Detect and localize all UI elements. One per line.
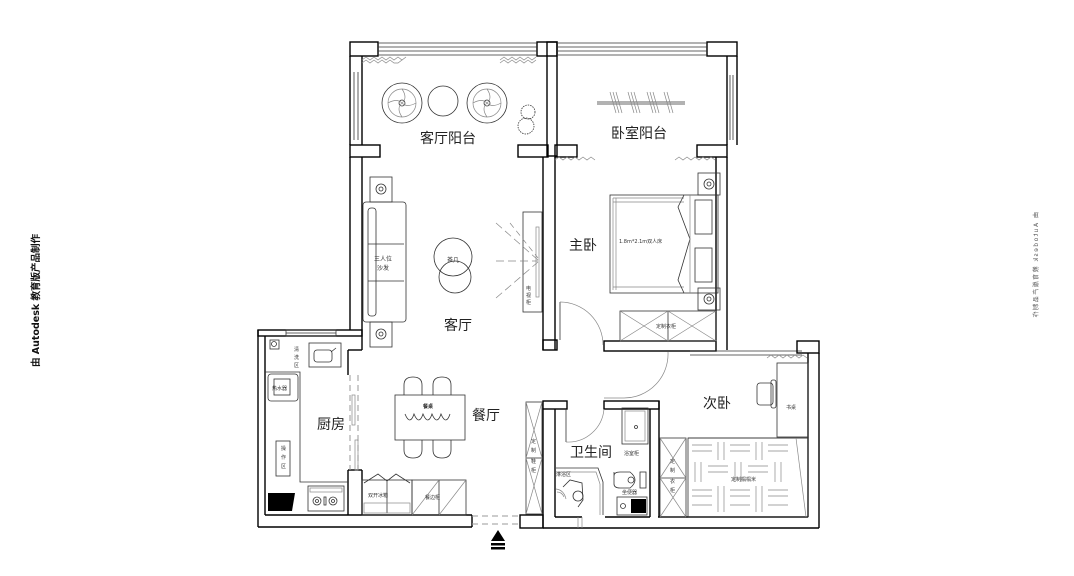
label-wardrobe2-1: 定 — [670, 458, 675, 465]
label-master-bedroom: 主卧 — [569, 238, 597, 254]
label-dining-table: 餐桌 — [422, 403, 434, 410]
watermark-right: 由 Autodesk 教育版产品制作 — [1032, 212, 1040, 319]
label-master-wardrobe: 定制衣柜 — [656, 323, 676, 330]
label-desk: 书桌 — [786, 404, 796, 411]
label-shoe-2: 制 — [531, 447, 536, 454]
balcony-chairs — [381, 82, 536, 135]
second-wardrobe — [659, 437, 687, 518]
label-bed: 1.8m*2.1m双人床 — [619, 238, 662, 245]
label-living-room: 客厅 — [444, 317, 472, 334]
label-wardrobe2-2: 制 — [670, 467, 675, 474]
label-sofa-2: 沙发 — [377, 264, 389, 272]
watermark-left: 由 Autodesk 教育版产品制作 — [30, 233, 42, 367]
label-prep-3: 区 — [281, 464, 286, 470]
label-vanity: 浴室柜 — [624, 450, 639, 457]
label-sideboard: 餐边柜 — [425, 494, 440, 501]
label-wardrobe2-3: 衣 — [670, 478, 675, 485]
label-coffee-table: 茶几 — [447, 256, 459, 264]
label-water-heater: 热水器 — [272, 385, 287, 392]
tv-cabinet — [495, 211, 543, 313]
bathroom-fixtures — [555, 407, 649, 516]
label-wash-3: 区 — [294, 363, 299, 369]
shoe-cabinet — [525, 401, 543, 515]
label-tv-2: 视 — [526, 292, 531, 299]
entrance-arrow-icon — [491, 530, 505, 550]
bed — [609, 172, 721, 311]
label-living-balcony: 客厅阳台 — [420, 130, 476, 147]
sofa — [362, 176, 407, 348]
label-tatami: 定制榻榻米 — [731, 476, 756, 483]
label-kitchen: 厨房 — [317, 417, 345, 433]
label-bedroom-balcony: 卧室阳台 — [611, 125, 667, 142]
label-prep-1: 操 — [281, 445, 286, 452]
clothes-rail — [597, 91, 685, 114]
label-dining: 餐厅 — [472, 408, 500, 424]
label-tv-1: 电 — [526, 285, 531, 292]
second-bedroom-door — [604, 351, 669, 399]
label-shoe-1: 定 — [531, 438, 536, 445]
label-prep-2: 作 — [281, 454, 286, 461]
label-shower: 淋浴区 — [556, 471, 571, 478]
label-wardrobe2-4: 柜 — [670, 487, 675, 494]
label-shoe-3: 鞋 — [531, 458, 536, 465]
sideboard — [411, 479, 467, 516]
label-sofa-1: 三人位 — [374, 255, 392, 263]
curtains — [361, 56, 808, 359]
tatami — [687, 437, 809, 518]
master-wardrobe — [619, 310, 717, 342]
master-door — [559, 301, 604, 346]
label-tv-3: 柜 — [526, 299, 531, 306]
label-bathroom: 卫生间 — [570, 445, 612, 461]
label-wash-1: 清 — [294, 346, 299, 353]
walls — [257, 41, 820, 529]
label-second-bedroom: 次卧 — [703, 396, 731, 412]
label-shoe-4: 柜 — [531, 467, 536, 474]
dining-table — [394, 376, 466, 459]
coffee-table — [433, 237, 473, 294]
desk — [756, 362, 809, 438]
kitchen-fixtures — [265, 339, 348, 512]
label-toilet: 坐便器 — [622, 489, 637, 496]
label-wash-2: 洗 — [294, 354, 299, 361]
label-fridge: 双开冰箱 — [368, 492, 388, 499]
